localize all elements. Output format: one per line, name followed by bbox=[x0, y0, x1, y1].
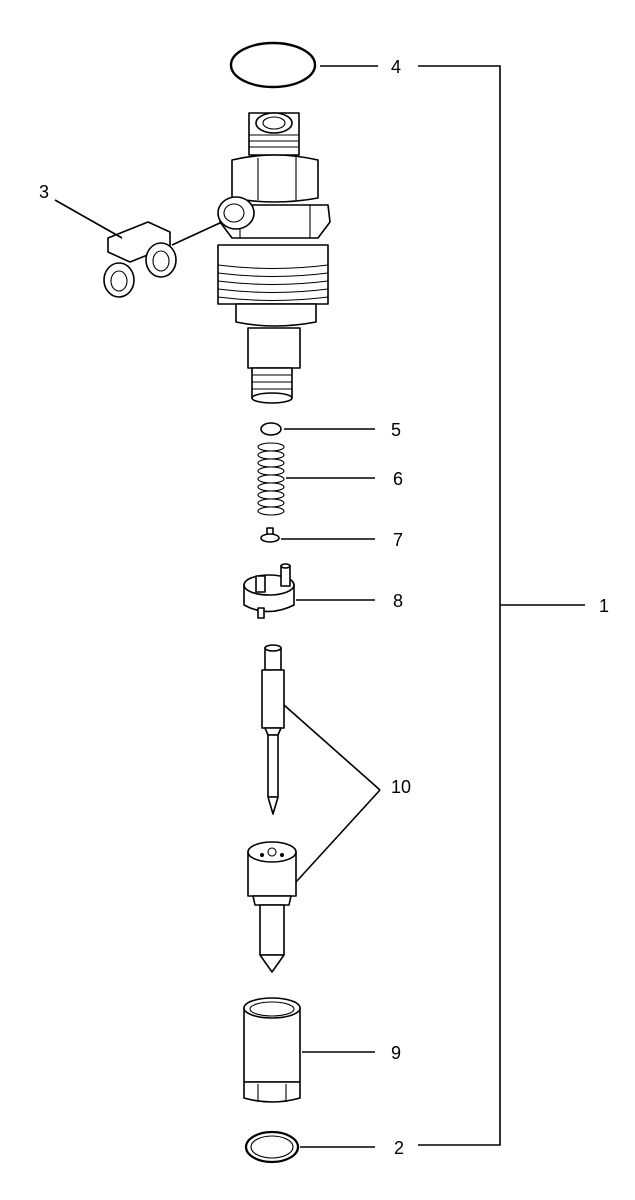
callout-9: 9 bbox=[391, 1043, 401, 1063]
callout-1: 1 bbox=[599, 596, 609, 616]
part-2-o-ring bbox=[244, 1130, 300, 1164]
part-7-shim bbox=[260, 527, 280, 543]
part-9-nozzle-nut bbox=[243, 997, 301, 1103]
part-8-distance-piece bbox=[243, 563, 295, 619]
callout-labels: 4 1 3 5 6 7 8 10 9 2 bbox=[39, 57, 609, 1158]
callout-6: 6 bbox=[393, 469, 403, 489]
part-4-o-ring bbox=[229, 41, 317, 89]
injector-body bbox=[217, 112, 331, 404]
part-3-clip bbox=[103, 221, 177, 298]
part-10-needle bbox=[261, 644, 285, 815]
part-10-nozzle-body bbox=[247, 841, 297, 973]
part-6-spring bbox=[257, 442, 285, 516]
callout-8: 8 bbox=[393, 591, 403, 611]
callout-2: 2 bbox=[394, 1138, 404, 1158]
callout-10: 10 bbox=[391, 777, 411, 797]
part-5-washer bbox=[260, 422, 282, 436]
leader-lines bbox=[54, 65, 585, 1148]
callout-5: 5 bbox=[391, 420, 401, 440]
callout-3: 3 bbox=[39, 182, 49, 202]
callout-7: 7 bbox=[393, 530, 403, 550]
callout-4: 4 bbox=[391, 57, 401, 77]
